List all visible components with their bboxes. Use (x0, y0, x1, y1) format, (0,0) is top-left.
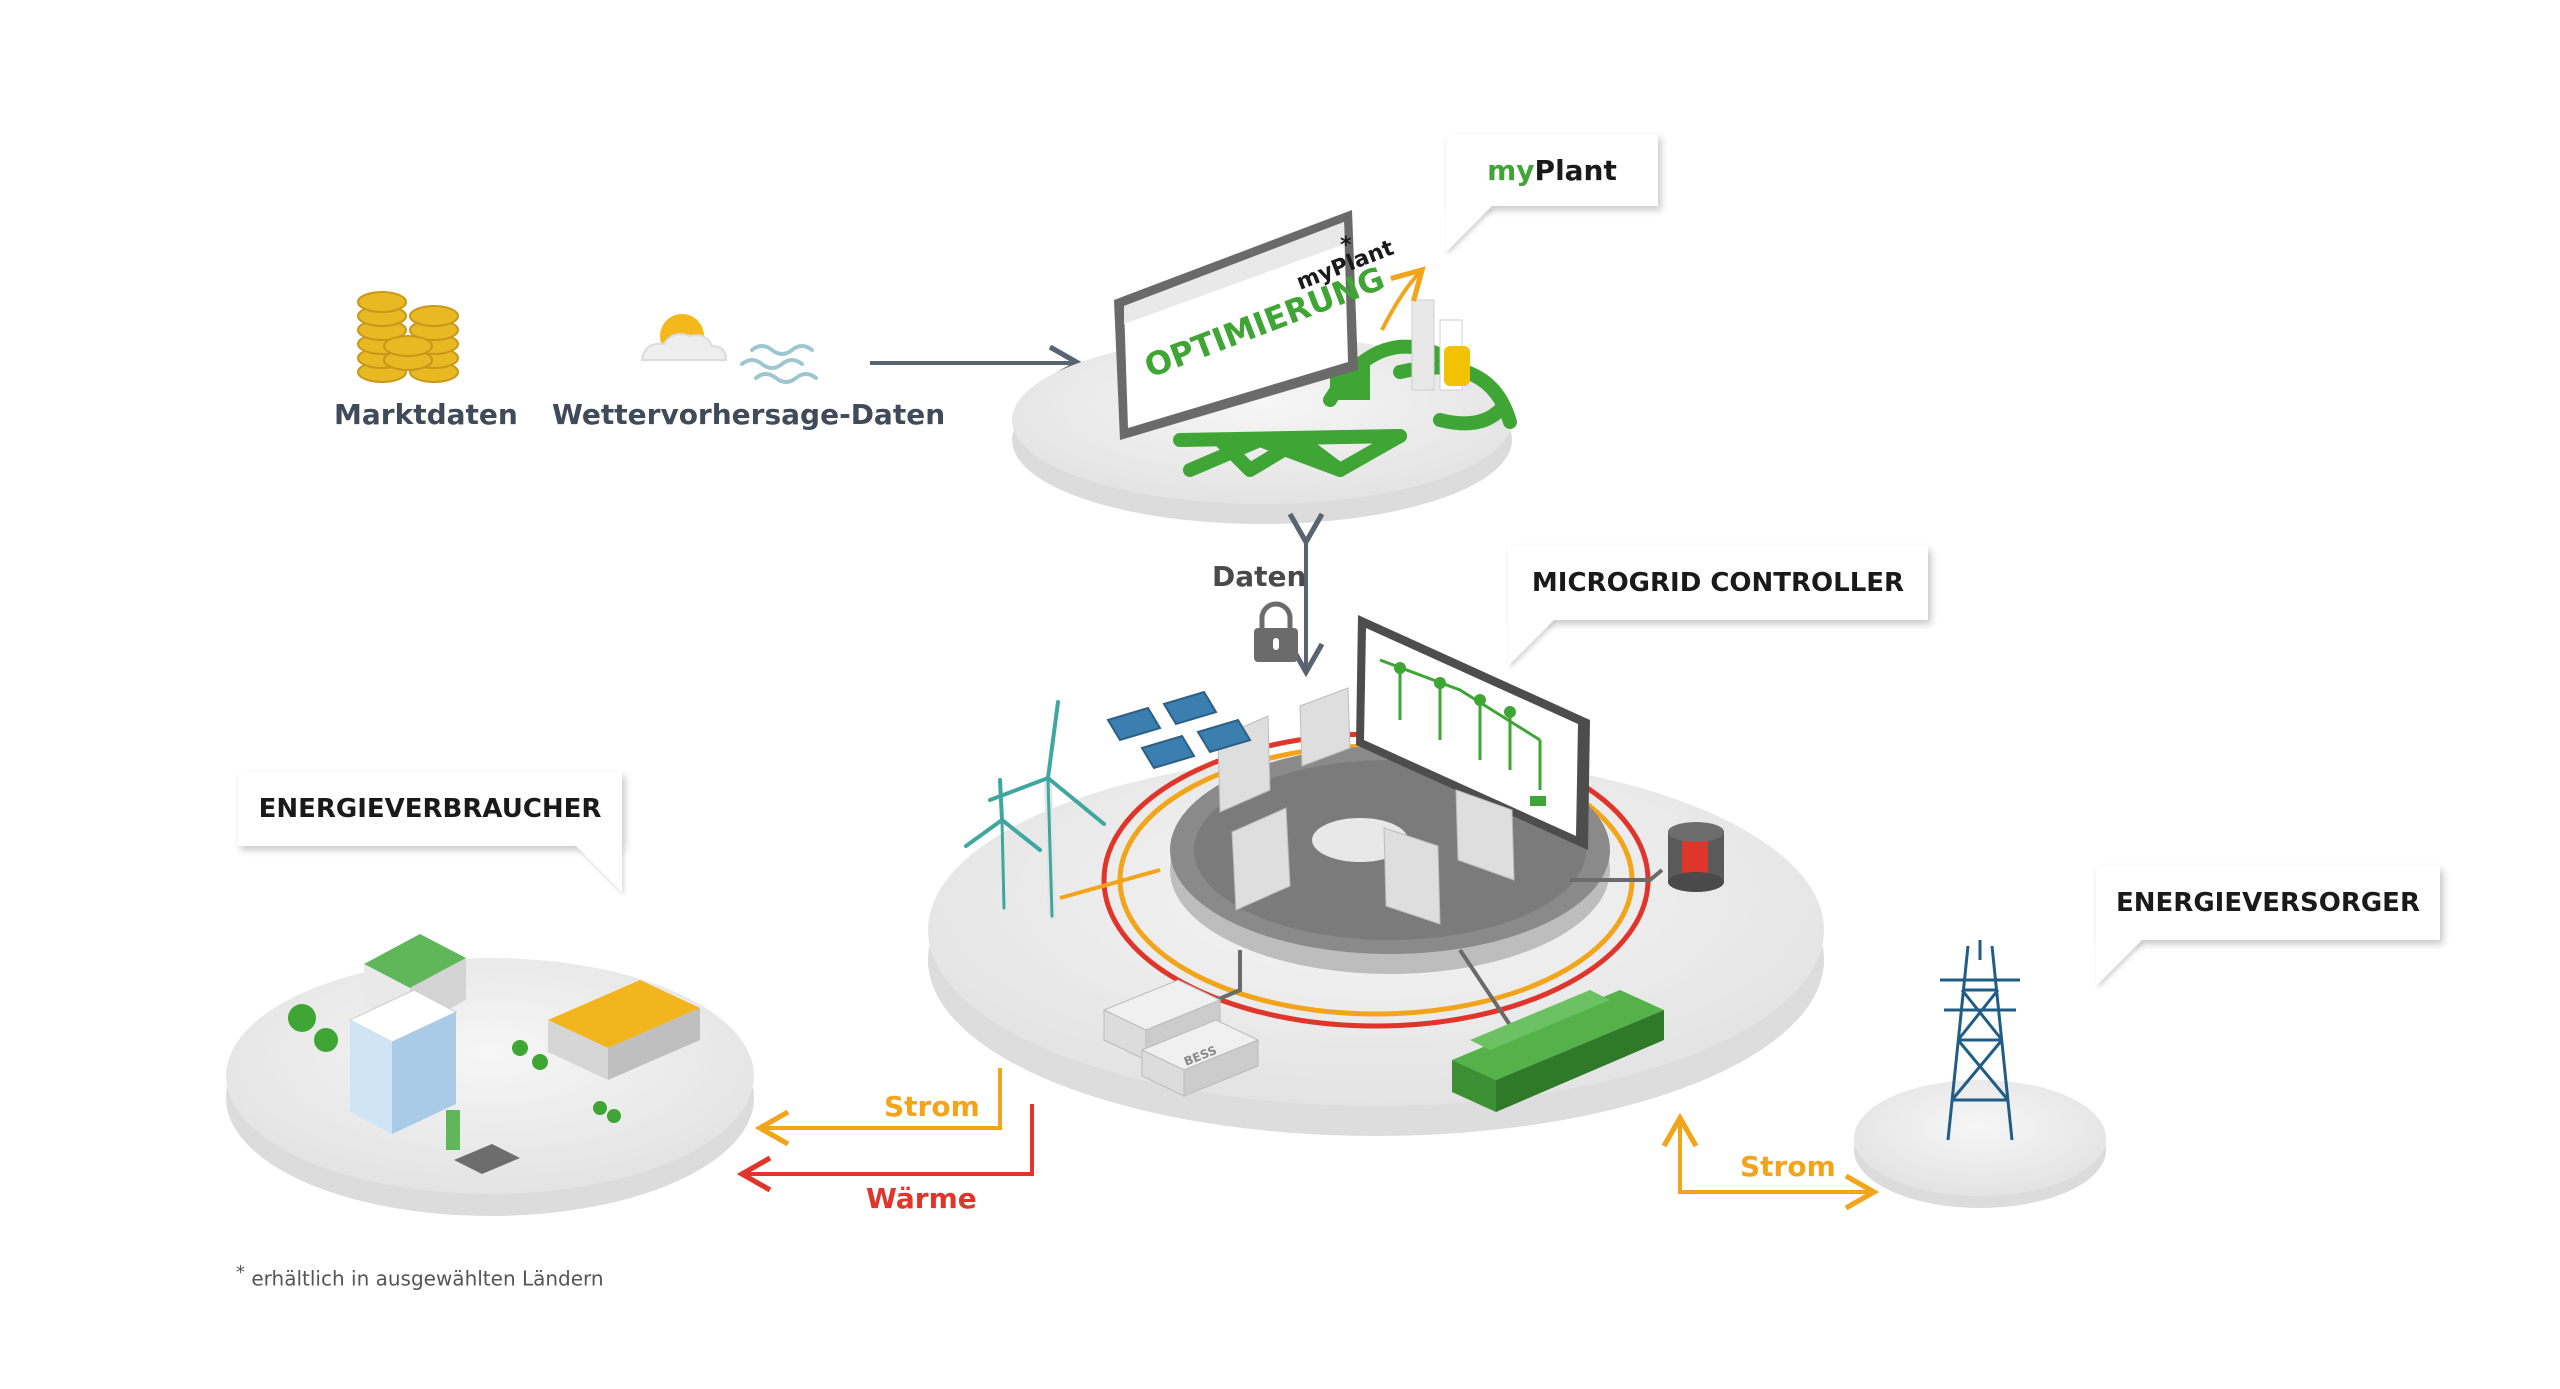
microgrid-platform (928, 731, 1824, 1136)
footnote-text: erhältlich in ausgewählten Ländern (251, 1266, 604, 1291)
callout-tail (576, 846, 622, 892)
power-to-consumer-label: Strom (884, 1090, 980, 1123)
myplant-callout-suffix: Plant (1534, 153, 1617, 187)
supplier-callout: ENERGIEVERSORGER (2096, 866, 2440, 986)
microgrid-callout-text: MICROGRID CONTROLLER (1531, 568, 1905, 598)
supplier-platform (1854, 940, 2106, 1208)
coins-icon (357, 291, 459, 383)
consumers-callout: ENERGIEVERBRAUCHER (238, 772, 622, 892)
power-pylon-icon (1940, 940, 2020, 1141)
heat-flow-to-consumer (736, 1104, 1034, 1193)
function-tiles (1217, 687, 1515, 925)
wind-turbines (964, 700, 1106, 920)
heat-to-consumer-label: Wärme (866, 1182, 977, 1215)
callout-tail (1446, 206, 1492, 252)
myplant-callout-prefix: my (1487, 153, 1535, 187)
lock-icon (1254, 601, 1298, 662)
gas-engine (1452, 990, 1664, 1112)
optimization-screen (1114, 210, 1358, 440)
controller-screen (1356, 615, 1590, 850)
battery-storage (1102, 979, 1260, 1097)
footnote-mark: * (236, 1262, 245, 1283)
microgrid-callout: MICROGRID CONTROLLER (1508, 546, 1928, 666)
consumers-callout-text: ENERGIEVERBRAUCHER (258, 794, 602, 824)
footnote: * erhältlich in ausgewählten Ländern (236, 1262, 604, 1291)
weather-data-label: Wettervorhersage-Daten (552, 398, 946, 431)
power-to-supplier-label: Strom (1740, 1150, 1836, 1183)
callout-tail (1508, 620, 1554, 666)
data-link-label: Daten (1212, 560, 1307, 593)
consumer-platform (226, 934, 754, 1216)
supplier-callout-text: ENERGIEVERSORGER (2116, 888, 2420, 918)
screen-footnote-mark: * (1340, 233, 1352, 258)
solar-panels (1106, 690, 1252, 770)
power-flow-to-consumer (754, 1068, 1002, 1147)
callout-tail (2096, 940, 2142, 986)
heat-storage-tank (1668, 822, 1724, 892)
weather-icon (640, 314, 818, 384)
market-data-label: Marktdaten (334, 398, 518, 431)
